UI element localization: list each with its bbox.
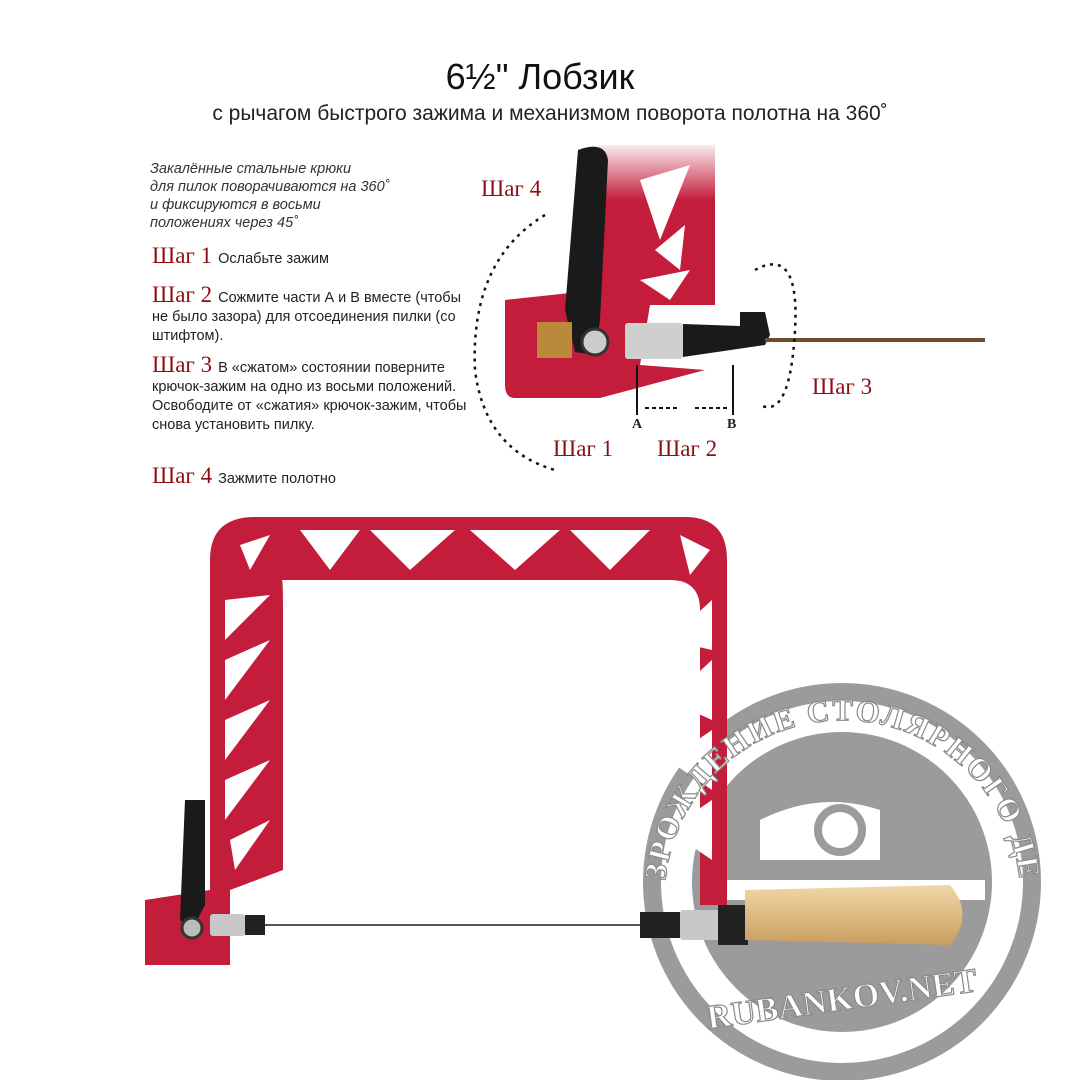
note-line: положениях через 45˚ (150, 215, 299, 231)
rotate-arrows (473, 213, 797, 472)
step-4: Шаг 4 Зажмите полотно (152, 463, 472, 489)
step-label: Шаг 2 (152, 282, 213, 307)
note-line: Закалённые стальные крюки (150, 161, 352, 177)
diagram-step-4: Шаг 4 (481, 176, 542, 201)
point-b-label: B (727, 417, 737, 432)
note-line: для пилок поворачиваются на 360˚ (150, 179, 390, 195)
step-1: Шаг 1 Ослабьте зажим (152, 243, 472, 269)
wooden-handle (745, 885, 963, 945)
step-text: Зажмите полотно (218, 471, 336, 487)
detail-view (473, 140, 985, 472)
step-text: В «сжатом» состоянии поверните крючок-за… (152, 360, 467, 433)
diagram-step-1: Шаг 1 (553, 436, 614, 461)
step-label: Шаг 1 (152, 243, 213, 268)
clamp-lever-icon (180, 800, 205, 930)
step-text: Ослабьте зажим (218, 251, 329, 267)
step-label: Шаг 4 (152, 463, 213, 488)
watermark-logo (643, 683, 1041, 1080)
step-label: Шаг 3 (152, 352, 213, 377)
saw-frame (145, 517, 963, 965)
diagram-step-3: Шаг 3 (812, 374, 873, 399)
hooks-note: Закалённые стальные крюки для пилок пово… (150, 160, 450, 232)
page-title: 6½" Лобзик (445, 56, 635, 97)
point-a-label: A (632, 417, 643, 432)
note-line: и фиксируются в восьми (150, 197, 321, 213)
page-subtitle: с рычагом быстрого зажима и механизмом п… (212, 102, 888, 125)
diagram-step-2: Шаг 2 (657, 436, 718, 461)
step-text: Сожмите части А и В вместе (чтобы не был… (152, 290, 462, 344)
